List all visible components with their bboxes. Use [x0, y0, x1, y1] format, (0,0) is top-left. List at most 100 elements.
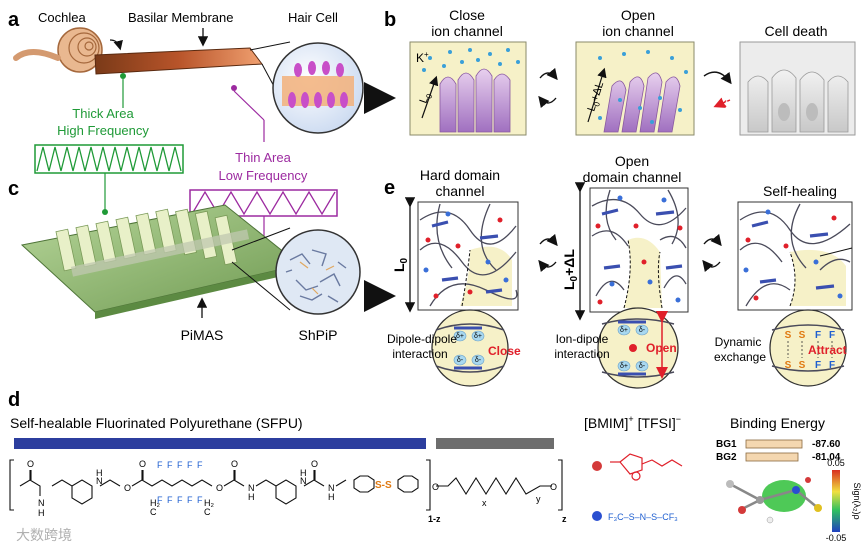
blocked-x-icon: ✕: [718, 97, 728, 111]
svg-text:F: F: [829, 330, 835, 341]
dipole-label-1: Dipole-dipole: [387, 332, 457, 346]
low-frequency-label: Low Frequency: [219, 168, 308, 183]
svg-text:S: S: [799, 360, 806, 371]
svg-text:C: C: [150, 507, 157, 517]
svg-text:δ+: δ+: [620, 327, 628, 334]
svg-text:F: F: [167, 460, 173, 470]
svg-text:δ+: δ+: [456, 333, 464, 340]
open-domain-box: [589, 187, 689, 313]
open-domain-title-2: domain channel: [583, 169, 682, 185]
svg-text:δ+: δ+: [474, 333, 482, 340]
svg-text:F: F: [197, 495, 203, 505]
svg-text:δ-: δ-: [475, 357, 482, 364]
panel-a-letter: a: [8, 9, 20, 31]
shpip-label: ShPiP: [299, 327, 338, 343]
hard-domain-title-1: Hard domain: [420, 167, 500, 183]
basilar-membrane-label: Basilar Membrane: [128, 10, 234, 25]
svg-text:O: O: [124, 483, 131, 493]
disulfide-label: S-S: [375, 480, 392, 491]
svg-text:N: N: [300, 476, 307, 486]
svg-text:N: N: [38, 498, 45, 508]
close-channel-box: K+ L0: [409, 41, 527, 136]
svg-text:S: S: [799, 330, 806, 341]
close-channel-title-2: ion channel: [431, 23, 503, 39]
bg1-bar: [745, 439, 803, 449]
panel-e-letter: e: [384, 177, 395, 199]
svg-text:δ-: δ-: [639, 363, 646, 370]
self-healing-title: Self-healing: [763, 183, 837, 199]
svg-text:δ-: δ-: [457, 357, 464, 364]
cation-sphere-icon: [592, 461, 602, 471]
svg-text:N: N: [96, 476, 103, 486]
svg-text:F: F: [197, 460, 203, 470]
svg-text:O: O: [311, 459, 318, 469]
subscript-y: y: [536, 494, 541, 504]
ion-dipole-zoom-circle: δ+δ- δ+δ- Open: [597, 307, 679, 389]
svg-text:F: F: [157, 495, 163, 505]
svg-text:F: F: [177, 495, 183, 505]
bg2-value: -81.04: [812, 452, 841, 463]
sfpu-title: Self-healable Fluorinated Polyurethane (…: [10, 415, 303, 431]
bg2-bar: [745, 452, 799, 462]
thin-area-label: Thin Area: [235, 150, 291, 165]
subscript-1z: 1-z: [428, 514, 441, 524]
svg-text:H₂: H₂: [150, 498, 160, 508]
binding-energy-title: Binding Energy: [730, 415, 825, 431]
open-channel-box: L0+ΔL: [575, 41, 695, 136]
hard-domain-box: [417, 201, 519, 311]
ion-dipole-label-1: Ion-dipole: [556, 332, 609, 346]
svg-text:H: H: [38, 508, 45, 518]
colorbar-label: Sign(λ₂)ρ: [852, 482, 862, 519]
svg-text:H: H: [248, 492, 255, 502]
hair-cell-sphere: [249, 41, 364, 134]
panel-b-letter: b: [384, 9, 396, 31]
cochlea-icon: [13, 27, 123, 73]
svg-text:O: O: [231, 459, 238, 469]
svg-text:H: H: [328, 492, 335, 502]
panel-d-letter: d: [8, 389, 20, 411]
open-label: Open: [646, 341, 677, 355]
svg-text:O: O: [550, 482, 557, 492]
svg-text:F: F: [177, 460, 183, 470]
svg-text:O: O: [432, 482, 439, 492]
hair-cell-label: Hair Cell: [288, 10, 338, 25]
l0-dl-label-b: L0+ΔL: [585, 80, 608, 113]
svg-text:F: F: [829, 360, 835, 371]
self-healing-box: [737, 201, 853, 311]
watermark: 大数跨境: [16, 528, 72, 544]
open-domain-title-1: Open: [615, 153, 649, 169]
panel-e: e Hard domain channel Open domain channe…: [384, 153, 853, 389]
svg-text:F: F: [815, 330, 821, 341]
pimas-device: [20, 204, 302, 319]
dipole-zoom-circle: δ+ δ+ δ-δ- Close: [431, 309, 521, 387]
dynamic-label-2: exchange: [714, 350, 766, 364]
svg-text:F: F: [187, 460, 193, 470]
k-ion-label: K+: [416, 50, 429, 65]
close-label: Close: [488, 344, 521, 358]
pimas-label: PiMAS: [181, 327, 224, 343]
svg-text:δ-: δ-: [639, 327, 646, 334]
svg-text:O: O: [27, 459, 34, 469]
open-channel-title-2: ion channel: [602, 23, 674, 39]
binding-molecule-render: [726, 477, 822, 524]
cell-death-title: Cell death: [764, 23, 827, 39]
svg-text:F: F: [157, 460, 163, 470]
svg-text:S: S: [785, 330, 792, 341]
high-frequency-label: High Frequency: [57, 123, 149, 138]
svg-text:C: C: [204, 507, 211, 517]
svg-text:N: N: [328, 483, 335, 493]
colorbar-min: -0.05: [826, 533, 847, 543]
svg-text:F: F: [167, 495, 173, 505]
bmim-label: [BMIM]+[TFSI]−: [584, 414, 681, 431]
dynamic-label-1: Dynamic: [715, 335, 762, 349]
svg-text:H: H: [96, 468, 103, 478]
svg-text:F: F: [815, 360, 821, 371]
panel-d: d Self-healable Fluorinated Polyurethane…: [8, 389, 862, 543]
l0-label-e: L0: [391, 257, 410, 272]
panel-c: c PiMAS: [8, 82, 396, 343]
svg-text:S: S: [785, 360, 792, 371]
sfpu-structure: [9, 459, 563, 511]
